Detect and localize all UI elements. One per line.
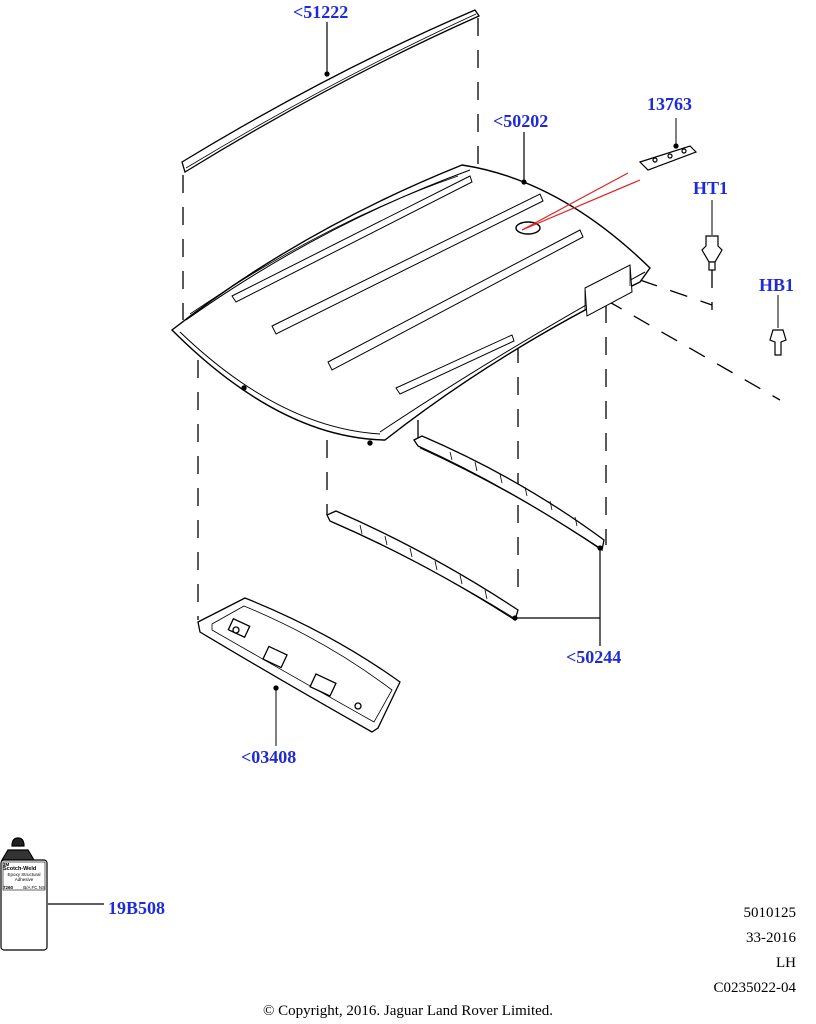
roof-bow-rear[interactable] (326, 510, 519, 622)
header-panel[interactable] (197, 597, 401, 746)
callout-leaders (48, 22, 527, 905)
adhesive-product: Scotch-Weld (3, 866, 37, 872)
callout-50244[interactable]: <50244 (566, 647, 622, 667)
callout-13763[interactable]: 13763 (647, 94, 692, 114)
adhesive-code: 7260 (3, 885, 14, 890)
clip-ht1[interactable] (701, 200, 723, 271)
adhesive-brand: 3M (3, 862, 10, 867)
adhesive-type-line1: Epoxy Structural (7, 872, 41, 877)
bow-leader-lines (512, 545, 603, 646)
reference-line1: 5010125 (743, 905, 797, 921)
adhesive-suffix: B/A FC NS (23, 885, 45, 890)
adhesive-bottle[interactable] (0, 837, 48, 951)
callout-03408[interactable]: <03408 (241, 747, 297, 767)
copyright-notice: © Copyright, 2016. Jaguar Land Rover Lim… (262, 1003, 554, 1019)
reference-line2: 33-2016 (746, 930, 796, 946)
reference-line3: LH (776, 955, 796, 971)
adhesive-type-line2: Adhesive (14, 877, 34, 882)
clip-hb1[interactable] (769, 295, 787, 356)
projection-lines (182, 18, 781, 620)
roof-bracket[interactable] (638, 118, 698, 171)
callout-50202[interactable]: <50202 (493, 111, 549, 131)
roof-panel[interactable] (170, 164, 651, 446)
roof-moulding[interactable] (181, 9, 480, 173)
reference-line4: C0235022-04 (713, 980, 797, 996)
adhesive-label: 3M Scotch-Weld Epoxy Structural Adhesive… (3, 862, 45, 890)
callout-51222[interactable]: <51222 (293, 2, 349, 22)
callout-19b508[interactable]: 19B508 (108, 898, 166, 918)
callout-hb1[interactable]: HB1 (759, 275, 795, 295)
callout-ht1[interactable]: HT1 (693, 178, 729, 198)
roof-bow-front[interactable] (413, 435, 605, 552)
bracket-leader-lines (521, 172, 641, 231)
